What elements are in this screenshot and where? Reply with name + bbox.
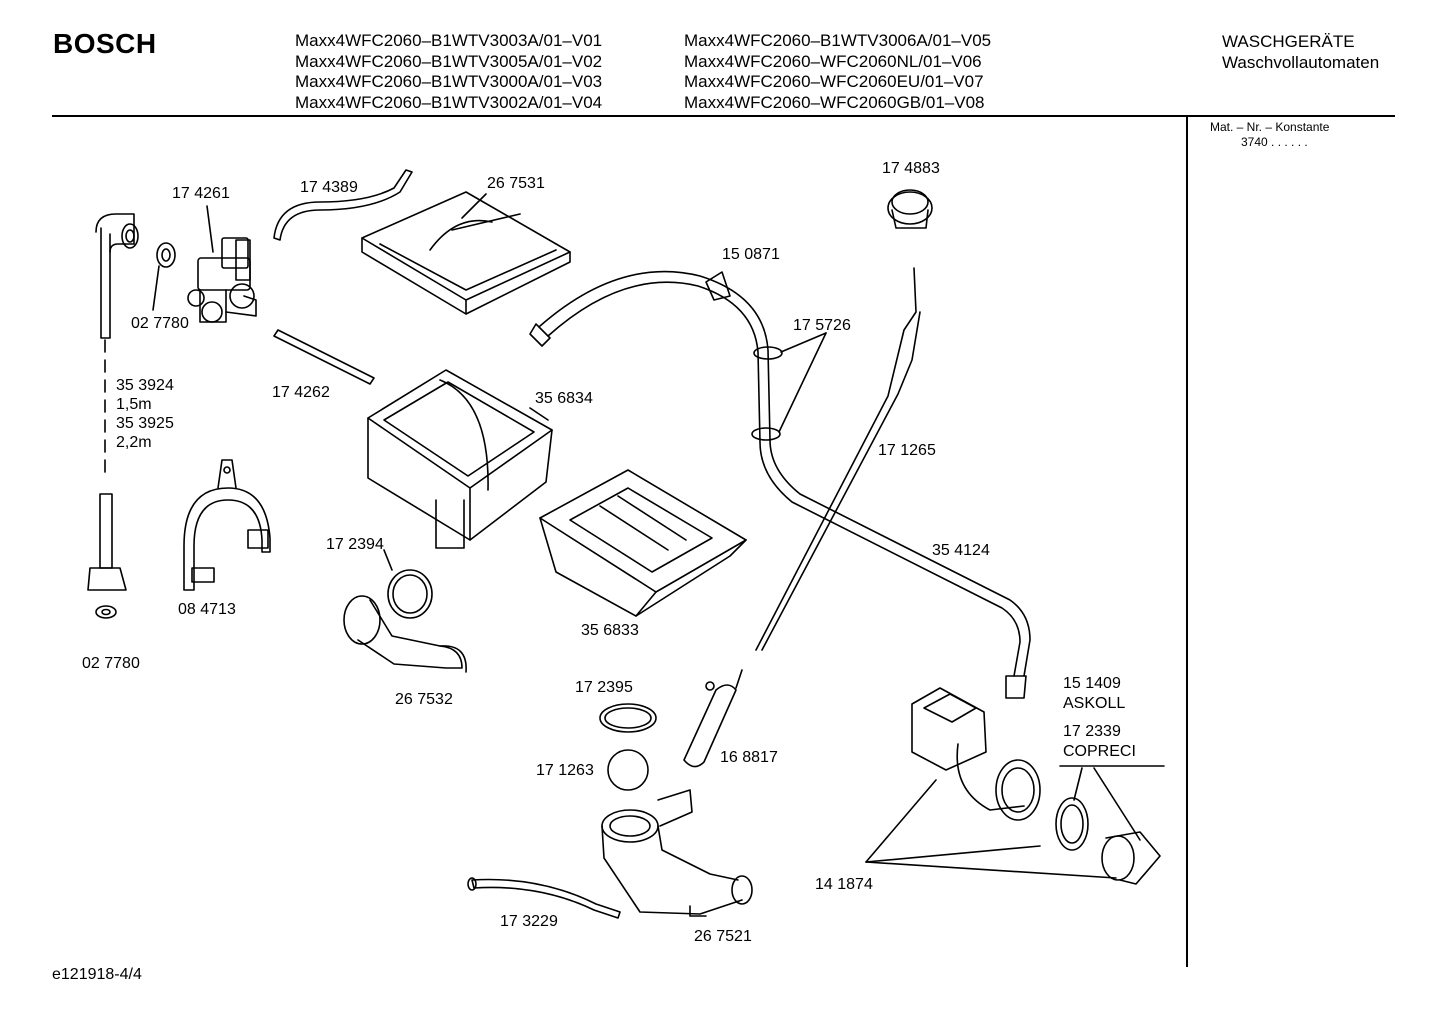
- hose-bracket-drawing: [183, 459, 271, 591]
- sump-hose-drawing: [343, 549, 467, 673]
- leader-lines: [865, 765, 1165, 879]
- matnr-label: Mat. – Nr. – Konstante: [1210, 120, 1330, 134]
- model-entry: Maxx4WFC2060–WFC2060NL/01–V06: [684, 51, 982, 71]
- label-173229: 17 3229: [500, 913, 558, 930]
- model-entry: Maxx4WFC2060–WFC2060EU/01–V07: [684, 72, 984, 91]
- label-174262: 17 4262: [272, 384, 330, 401]
- label-askoll: ASKOLL: [1063, 695, 1125, 712]
- label-356834: 35 6834: [535, 390, 593, 407]
- label-267521: 26 7521: [694, 928, 752, 945]
- seal-ring-top-drawing: [152, 242, 176, 311]
- model-entry: Maxx4WFC2060–B1WTV3003A/01–V01: [295, 31, 603, 50]
- document-id: e121918-4/4: [52, 966, 142, 983]
- inlet-hose-upper-drawing: [95, 213, 139, 476]
- material-number-box: Mat. – Nr. – Konstante 3740 . . . . . .: [1210, 120, 1329, 150]
- label-267531: 26 7531: [487, 175, 545, 192]
- label-171263: 17 1263: [536, 762, 594, 779]
- label-172395: 17 2395: [575, 679, 633, 696]
- connecting-rod-drawing: [273, 329, 375, 385]
- label-027780-top: 02 7780: [131, 315, 189, 332]
- dispenser-drawer-drawing: [539, 469, 747, 617]
- inlet-valve-drawing: [187, 205, 257, 323]
- label-356833: 35 6833: [581, 622, 639, 639]
- filter-cartridge-drawing: [683, 669, 743, 768]
- model-list-left: Maxx4WFC2060–B1WTV3003A/01–V01 Maxx4WFC2…: [295, 31, 602, 113]
- category-subtitle: Waschvollautomaten: [1222, 53, 1380, 72]
- model-entry: Maxx4WFC2060–B1WTV3005A/01–V02: [295, 51, 603, 71]
- model-entry: Maxx4WFC2060–B1WTV3002A/01–V04: [295, 92, 603, 112]
- label-084713: 08 4713: [178, 601, 236, 618]
- label-168817: 16 8817: [720, 749, 778, 766]
- category-heading: WASCHGERÄTE Waschvollautomaten: [1222, 31, 1379, 73]
- seal-and-ball-drawing: [599, 703, 657, 791]
- label-length-2-2m: 2,2m: [116, 434, 152, 451]
- label-174389: 17 4389: [300, 179, 358, 196]
- sump-drawing: [601, 789, 753, 917]
- label-150871: 15 0871: [722, 246, 780, 263]
- label-172339: 17 2339: [1063, 723, 1121, 740]
- label-175726: 17 5726: [793, 317, 851, 334]
- label-353924: 35 3924: [116, 377, 174, 394]
- category-title: WASCHGERÄTE: [1222, 32, 1355, 51]
- label-174261: 17 4261: [172, 185, 230, 202]
- matnr-value: 3740 . . . . . .: [1241, 135, 1308, 149]
- label-172394: 17 2394: [326, 536, 384, 553]
- label-354124: 35 4124: [932, 542, 990, 559]
- model-entry: Maxx4WFC2060–B1WTV3000A/01–V03: [295, 72, 603, 91]
- dispenser-housing-drawing: [367, 369, 553, 549]
- model-entry: Maxx4WFC2060–B1WTV3006A/01–V05: [684, 31, 992, 50]
- label-267532: 26 7532: [395, 691, 453, 708]
- pressure-switch-drawing: [887, 189, 933, 229]
- inlet-hose-lower-drawing: [87, 493, 127, 619]
- label-027780-bottom: 02 7780: [82, 655, 140, 672]
- brand-logo: BOSCH: [53, 28, 157, 59]
- model-entry: Maxx4WFC2060–WFC2060GB/01–V08: [684, 92, 985, 112]
- drawer-lid-drawing: [361, 191, 571, 315]
- drain-tube-drawing: [467, 877, 621, 919]
- label-353925: 35 3925: [116, 415, 174, 432]
- model-list-right: Maxx4WFC2060–B1WTV3006A/01–V05 Maxx4WFC2…: [684, 31, 991, 113]
- label-171265: 17 1265: [878, 442, 936, 459]
- pressure-hose-drawing: [755, 267, 921, 651]
- label-174883: 17 4883: [882, 160, 940, 177]
- vent-pipe-drawing: [529, 270, 1031, 699]
- label-copreci: COPRECI: [1063, 743, 1136, 760]
- small-hose-drawing: [273, 169, 413, 241]
- drain-pump-drawing: [911, 687, 1161, 885]
- header-divider: [52, 115, 1395, 117]
- sidebar-divider: [1186, 117, 1188, 967]
- label-141874: 14 1874: [815, 876, 873, 893]
- label-151409: 15 1409: [1063, 675, 1121, 692]
- label-length-1-5m: 1,5m: [116, 396, 152, 413]
